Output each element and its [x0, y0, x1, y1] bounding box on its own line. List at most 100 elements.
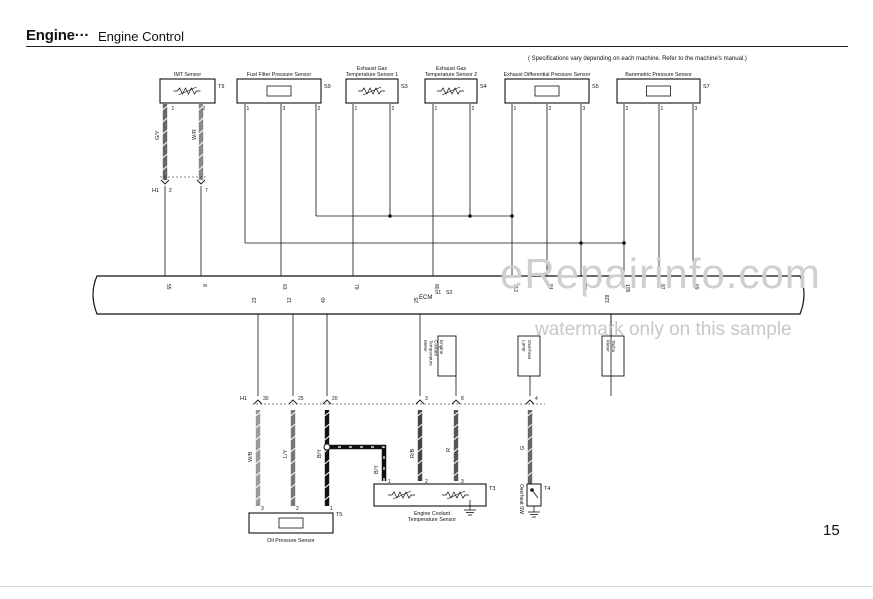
connector-h1-bottom-chevron	[525, 399, 535, 405]
wire-label-ly: L/Y	[283, 449, 289, 458]
wire-imt-gy-stripe	[162, 117, 168, 123]
wire-wb-stripe	[255, 435, 261, 441]
wire-ly-stripe	[290, 447, 296, 453]
spec-note: ( Specifications vary depending on each …	[528, 56, 747, 62]
ecm-pin-top: 70	[581, 284, 587, 290]
thermistor-symbol-imt-arrow	[178, 86, 197, 96]
ecm-pin-top: 105	[624, 284, 630, 293]
wire-ly-stripe	[290, 459, 296, 465]
overheat-switch-label: Overheat SW	[518, 484, 524, 514]
wire-ly-stripe	[290, 471, 296, 477]
meter-box-overheat-lamp	[517, 335, 541, 377]
junction-dot	[579, 241, 583, 245]
overheat-switch-pivot	[530, 488, 534, 492]
wire-wb-stripe	[255, 411, 261, 417]
wire-by-stripe	[324, 435, 330, 441]
wire-g-stripe	[527, 447, 533, 453]
wire-g-stripe	[527, 435, 533, 441]
connector-h1-bottom-pin: 4	[535, 396, 538, 402]
wire-ly-stripe	[290, 483, 296, 489]
wire-label-by: B/Y	[317, 449, 323, 458]
ecm-pin-bottom: 23	[252, 297, 258, 303]
page-title: Engine Control	[98, 29, 184, 44]
sensor-box-fuel-filter	[236, 78, 322, 104]
oil-sensor-pin: 3	[261, 506, 264, 512]
connector-h1-top-chevron	[196, 179, 206, 185]
wire-by-stripe	[324, 423, 330, 429]
wire-g-stripe	[527, 459, 533, 465]
wire-by-branch	[327, 444, 387, 481]
wire-r-stripe	[453, 411, 459, 417]
ecm-pin-top: 84	[547, 284, 553, 290]
wire-imt-gy-stripe	[162, 105, 168, 111]
wire-by	[324, 410, 330, 506]
junction-dot	[388, 214, 392, 218]
sensor-pin-exh-diff: 1	[514, 106, 517, 112]
wire-wb-stripe	[255, 423, 261, 429]
footer-rule	[0, 586, 873, 587]
wire-g-stripe	[527, 471, 533, 477]
connector-h1-bottom-chevron	[322, 399, 332, 405]
thermistor-symbol-egt2-arrow	[441, 86, 461, 96]
wire-ly-stripe	[290, 423, 296, 429]
meter-box-coolant-meter	[437, 335, 457, 377]
ecm-pin-bottom: 40	[321, 297, 327, 303]
sensor-pin-imt: 1	[172, 106, 175, 112]
connector-h1-top-pin: 7	[205, 188, 208, 194]
connector-h1-bottom-pin: 25	[298, 396, 304, 402]
wire-by-branch-stripe	[327, 446, 385, 481]
thermistor-symbol-egt1-arrow	[362, 86, 382, 96]
ecm-pin-top: 87	[659, 284, 665, 290]
wire-label-wr: W/R	[192, 129, 198, 140]
wire-label-wb: W/B	[248, 451, 254, 462]
wire-g-stripe	[527, 411, 533, 417]
header-rule	[26, 46, 848, 47]
coolant-sensor-box	[373, 483, 487, 507]
sensor-box-egt1	[345, 78, 399, 104]
sensor-pin-baro: 1	[661, 106, 664, 112]
wire-r-stripe	[453, 423, 459, 429]
wire-wb-stripe	[255, 483, 261, 489]
meter-label-tacho-meter: TachoMeter	[606, 340, 616, 353]
sensor-pin-exh-diff: 3	[583, 106, 586, 112]
sensor-pin-fuel-filter: 1	[247, 106, 250, 112]
ecm-pin-bottom: 128	[605, 294, 611, 303]
wire-by-stripe	[324, 471, 330, 477]
sensor-pin-baro: 3	[695, 106, 698, 112]
wire-rb-stripe	[417, 471, 423, 477]
meter-label-overheat-lamp: OverheatLamp	[522, 340, 532, 360]
sensor-code-baro: S7	[703, 84, 710, 90]
transducer-symbol-exh-diff	[534, 85, 560, 97]
sensor-pin-egt2: 2	[472, 106, 475, 112]
sensor-pin-fuel-filter: 2	[318, 106, 321, 112]
coolant-sensor-code: T3	[489, 486, 495, 492]
ecm-code: S1	[435, 290, 441, 296]
wire-label-by-branch: B/Y	[374, 465, 380, 474]
wire-label-g: G	[520, 446, 526, 450]
sensor-code-exh-diff: S5	[592, 84, 599, 90]
ecm-pin-top: 79	[353, 284, 359, 290]
wire-by-stripe	[324, 495, 330, 501]
sensor-code-imt: T9	[218, 84, 224, 90]
sensor-pin-fuel-filter: 3	[283, 106, 286, 112]
sensor-box-exh-diff	[504, 78, 590, 104]
ecm-pin-bottom: 25	[414, 297, 420, 303]
wire-ly-stripe	[290, 411, 296, 417]
ecm-pin-top: 80	[433, 284, 439, 290]
watermark: eRepairinfo.com	[500, 250, 821, 297]
connector-h1-top-chevron	[160, 179, 170, 185]
connector-h1-bottom-pin: 8	[461, 396, 464, 402]
connector-h1-top-pin: 2	[169, 188, 172, 194]
transducer-symbol-baro	[646, 85, 671, 97]
coolant-sensor-pin: 2	[425, 479, 428, 485]
wire-imt-wr-stripe	[198, 105, 204, 111]
wire-imt-wr-stripe	[198, 117, 204, 123]
wire-by-stripe	[324, 459, 330, 465]
sensor-pin-egt2: 1	[435, 106, 438, 112]
ecm-label: ECM	[419, 295, 432, 301]
sensor-box-baro	[616, 78, 701, 104]
